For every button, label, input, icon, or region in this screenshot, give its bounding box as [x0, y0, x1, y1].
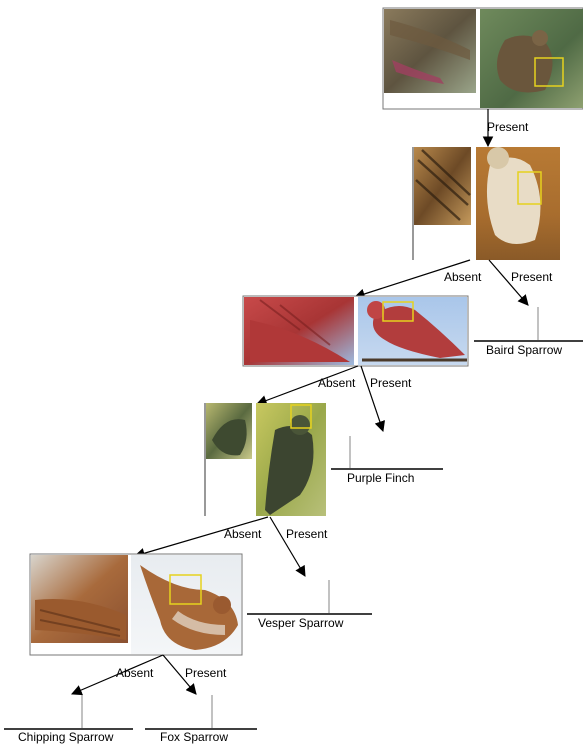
- edge-node2-absent-label: Absent: [444, 270, 482, 284]
- leaf-baird-sparrow-label: Baird Sparrow: [486, 343, 562, 357]
- leaf-baird-sparrow: Baird Sparrow: [474, 307, 583, 357]
- leaf-vesper-sparrow-label: Vesper Sparrow: [258, 616, 344, 630]
- node-2-image-panel: [413, 147, 560, 260]
- node-3-image-panel: [243, 296, 468, 366]
- leaf-chipping-sparrow-label: Chipping Sparrow: [18, 730, 114, 744]
- edge-node4-present: [270, 517, 305, 576]
- node-5-image-panel: [30, 554, 242, 655]
- leaf-purple-finch-label: Purple Finch: [347, 471, 414, 485]
- edge-node4-present-label: Present: [286, 527, 328, 541]
- node-1-image-panel: [383, 8, 583, 109]
- node-4-image-panel: [205, 403, 326, 516]
- edge-node2-present-label: Present: [511, 270, 553, 284]
- leaf-chipping-sparrow: Chipping Sparrow: [4, 695, 133, 744]
- leaf-fox-sparrow: Fox Sparrow: [145, 695, 257, 744]
- edge-node3-present-label: Present: [370, 376, 412, 390]
- leaf-vesper-sparrow: Vesper Sparrow: [247, 580, 372, 630]
- edge-node1-node2-label: Present: [487, 120, 529, 134]
- edge-node5-present-label: Present: [185, 666, 227, 680]
- edge-node4-absent-label: Absent: [224, 527, 262, 541]
- leaf-purple-finch: Purple Finch: [331, 436, 443, 485]
- leaf-fox-sparrow-label: Fox Sparrow: [160, 730, 228, 744]
- edge-node5-absent-label: Absent: [116, 666, 154, 680]
- edge-node3-absent-label: Absent: [318, 376, 356, 390]
